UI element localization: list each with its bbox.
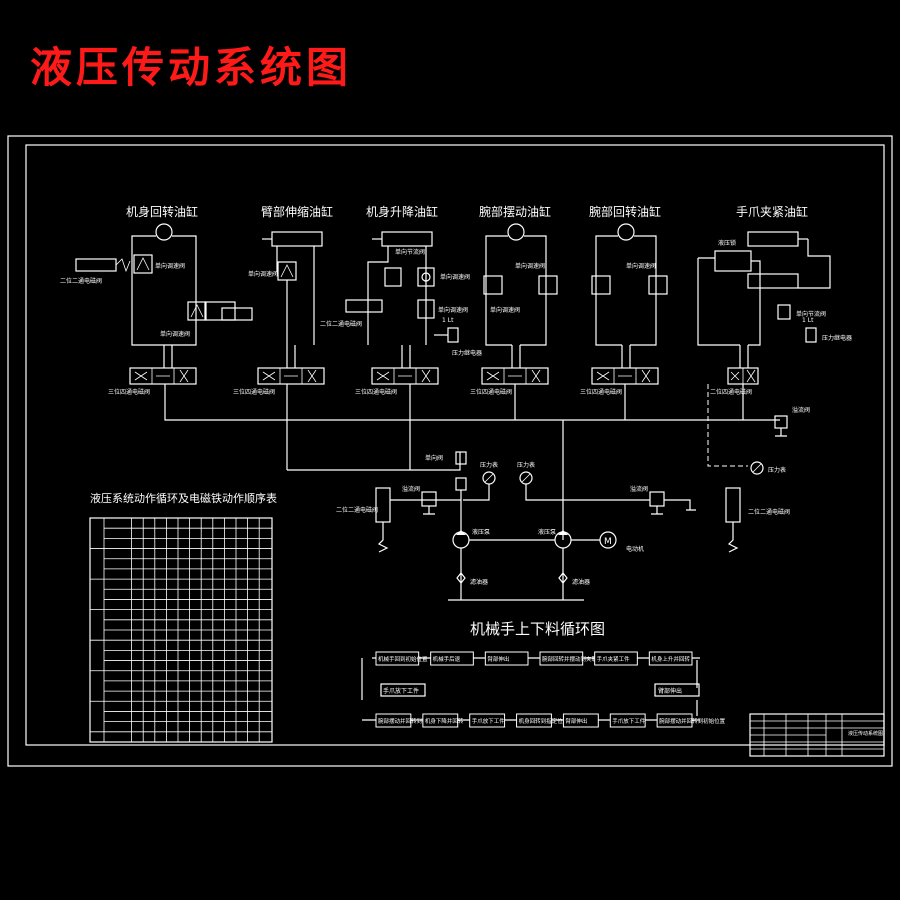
flow-step-bottom-label: 腕部摆动并回转到初始位置	[659, 717, 726, 725]
page-title: 液压传动系统图	[30, 43, 353, 92]
pump-label-left: 液压泵	[472, 528, 490, 536]
outer-frame	[7, 135, 893, 767]
flow-step-top-box	[539, 651, 584, 666]
cylinder-title-3: 机身升降油缸	[366, 204, 438, 219]
flow-step-bottom-box	[422, 713, 459, 728]
flow-down-2: 臂部伸出	[658, 687, 682, 695]
flow-step-top-box	[484, 651, 529, 666]
solenoid-label-left: 二位二通电磁阀	[336, 506, 378, 514]
pump-label-right: 液压泵	[538, 528, 556, 536]
pressure-relay-label-a: 压力继电器	[452, 349, 482, 357]
flow-step-bottom-box	[375, 713, 412, 728]
valve-label-2: 三位四通电磁阀	[233, 388, 275, 396]
flow-step-top-label: 手爪夹紧工件	[597, 655, 631, 663]
cylinder-title-1: 机身回转油缸	[126, 204, 198, 219]
hydraulic-lock-label: 液压锁	[718, 239, 736, 247]
cycle-flow: 机械手上下料循环图 机械手回到初始位置机械手后退臂部伸出腕部回转并摆动到夹取工件…	[361, 620, 726, 728]
valve-label-3: 三位四通电磁阀	[355, 388, 397, 396]
flow-step-top-label: 机身上升并回转	[651, 655, 690, 663]
flow-step-top-box	[594, 651, 638, 666]
throttle-label-e: 单向调速阀	[438, 306, 468, 314]
throttle-label-j: 单向节流阀	[796, 310, 826, 318]
pressure-relay-label-b: 压力继电器	[822, 334, 852, 342]
title-block: 液压传动系统图	[749, 713, 885, 757]
throttle-label-d: 单向调速阀	[440, 273, 470, 281]
flow-step-bottom-label: 机身下降并回转	[425, 717, 464, 725]
table-grid	[90, 518, 272, 742]
check-valve-label: 单向阀	[425, 454, 443, 462]
cylinder-title-5: 腕部回转油缸	[589, 204, 661, 219]
cylinder-title-2: 臂部伸缩油缸	[261, 204, 333, 219]
column-arm-telescopic: 单向调速阀	[248, 231, 323, 368]
flow-step-top-label: 机械手后退	[433, 655, 461, 663]
flow-step-top-label: 臂部伸出	[487, 655, 509, 663]
throttle-label-c: 单向调速阀	[248, 270, 278, 278]
flow-step-bottom-label: 手爪放下工件	[612, 717, 646, 725]
column-body-lift: 单向调速阀 单向调速阀 单向节流阀 二位二通电磁阀 1 Lt 压力继电器	[320, 231, 482, 368]
inner-frame	[25, 144, 885, 746]
sequence-table: 液压系统动作循环及电磁铁动作顺序表	[89, 491, 277, 743]
flow-step-top-box	[648, 651, 693, 666]
cylinder-title-6: 手爪夹紧油缸	[736, 204, 808, 219]
flow-title: 机械手上下料循环图	[470, 620, 605, 638]
gauge-label-lower: 压力表	[768, 466, 786, 474]
flow-step-bottom-label: 臂部伸出	[565, 717, 587, 725]
throttle-label-b: 单向调速阀	[160, 330, 190, 338]
flow-step-top-label: 机械手回到初始位置	[378, 655, 428, 663]
motor-symbol: M	[604, 537, 612, 547]
flow-down-1: 手爪放下工件	[383, 687, 419, 695]
valve-label-4: 三位四通电磁阀	[470, 388, 512, 396]
filter-label-left: 滤油器	[470, 578, 488, 586]
title-block-name: 液压传动系统图	[848, 730, 883, 737]
relief-label-right: 溢流阀	[630, 485, 648, 493]
relay-label-b: 1 Lt	[802, 317, 814, 324]
throttle-label-h: 单向调速阀	[626, 262, 656, 270]
filter-label-right: 滤油器	[572, 578, 590, 586]
solenoid-label-top-mid: 二位二通电磁阀	[320, 320, 362, 328]
valve-label-1: 三位四通电磁阀	[108, 388, 150, 396]
flow-step-bottom-box	[656, 713, 693, 728]
flow-step-bottom-box	[469, 713, 506, 728]
valve-label-6: 二位四通电磁阀	[710, 388, 752, 396]
motor-label: 电动机	[626, 545, 644, 553]
flow-step-bottom-box	[609, 713, 646, 728]
flow-step-top-box	[375, 651, 420, 666]
flow-step-bottom-label: 手爪放下工件	[472, 717, 506, 725]
gauge-label-left: 压力表	[480, 461, 498, 469]
throttle-label-g: 单向调速阀	[490, 306, 520, 314]
column-wrist-swing: 单向调速阀 单向调速阀	[483, 223, 558, 368]
solenoid-label-top-left: 二位二通电磁阀	[60, 277, 102, 285]
table-title: 液压系统动作循环及电磁铁动作顺序表	[90, 491, 277, 505]
flow-step-top-label: 腕部回转并摆动到夹取工件位置	[542, 655, 620, 663]
throttle-label-f: 单向调速阀	[515, 262, 545, 270]
pump-station: 单向阀 压力表 压力表 液压泵 液压泵 M 电动机 滤油器 滤油器 溢流阀 二位…	[336, 451, 790, 601]
relay-label-a: 1 Lt	[442, 317, 454, 324]
flow-step-bottom-box	[516, 713, 552, 728]
relief-label-top: 溢流阀	[792, 406, 810, 414]
flow-step-bottom-label: 腕部摆动并回转到初始位置	[378, 717, 445, 725]
cylinder-title-4: 腕部摆动油缸	[479, 204, 551, 219]
column-wrist-rotation: 单向调速阀	[591, 223, 668, 368]
column-body-rotation: 二位二通电磁阀 单向调速阀 单向调速阀	[60, 223, 253, 368]
directional-valves: 三位四通电磁阀 三位四通电磁阀 三位四通电磁阀 三位四通电磁阀 三位四通电磁阀 …	[108, 367, 759, 396]
column-gripper: 液压锁 单向节流阀 1 Lt 压力继电器	[697, 231, 852, 368]
valve-label-5: 三位四通电磁阀	[580, 388, 622, 396]
flow-step-bottom-box	[562, 713, 599, 728]
solenoid-label-right: 二位二通电磁阀	[748, 508, 790, 516]
relief-label-left: 溢流阀	[402, 485, 420, 493]
throttle-label-a: 单向调速阀	[155, 262, 185, 270]
flow-step-bottom-label: 机身回转到指定位置	[519, 717, 569, 725]
gauge-label-right: 压力表	[517, 461, 535, 469]
check-valve-upper-label: 单向节流阀	[395, 248, 425, 256]
flow-step-top-box	[430, 651, 474, 666]
